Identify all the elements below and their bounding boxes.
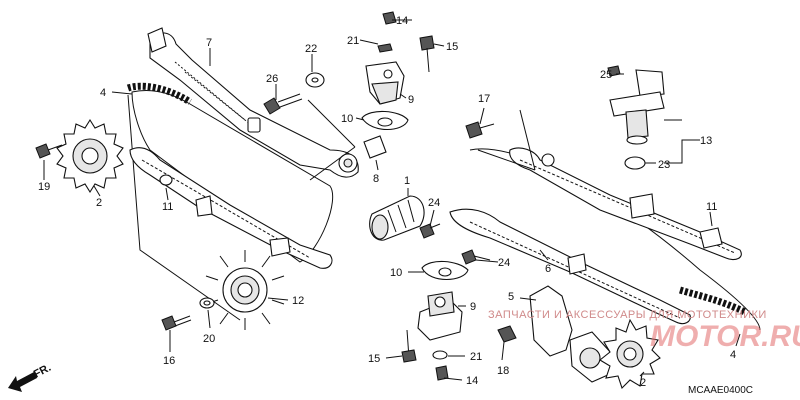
callout-16: 16 bbox=[163, 355, 175, 367]
leader-lines bbox=[43, 19, 741, 381]
watermark: ЗАПЧАСТИ И АКСЕССУАРЫ ДЛЯ МОТОТЕХНИКИ MO… bbox=[488, 309, 800, 353]
callout-11-right: 11 bbox=[706, 201, 717, 213]
callout-6: 6 bbox=[545, 263, 551, 275]
bolt-24-upper bbox=[419, 223, 441, 239]
callout-5: 5 bbox=[508, 291, 514, 303]
callout-15-upper: 15 bbox=[446, 41, 458, 53]
water-pump-impeller-12 bbox=[205, 250, 285, 330]
callout-2-right: 2 bbox=[640, 377, 646, 389]
callout-8: 8 bbox=[373, 173, 379, 185]
callout-17: 17 bbox=[478, 93, 490, 105]
washer-20 bbox=[199, 297, 215, 309]
drawing-code: MCAAE0400C bbox=[688, 385, 753, 396]
cam-chain-tensioner-upper bbox=[361, 11, 435, 159]
callout-2-left: 2 bbox=[96, 197, 102, 209]
front-label: FR. bbox=[32, 362, 53, 381]
idler-shaft-1 bbox=[369, 195, 425, 241]
callout-14-lower: 14 bbox=[466, 375, 478, 387]
callout-9-lower: 9 bbox=[470, 301, 476, 313]
callout-4-right: 4 bbox=[730, 349, 736, 361]
cam-chain-tensioner-lower bbox=[401, 260, 469, 381]
callout-10-lower: 10 bbox=[390, 267, 402, 279]
callout-21-upper: 21 bbox=[347, 35, 359, 47]
bolt-17 bbox=[465, 121, 495, 139]
callout-22: 22 bbox=[305, 43, 317, 55]
callout-11-left: 11 bbox=[162, 201, 173, 213]
bolt-19 bbox=[35, 143, 63, 159]
callout-20: 20 bbox=[203, 333, 215, 345]
front-arrow: FR. bbox=[8, 362, 53, 392]
callout-23: 23 bbox=[658, 159, 670, 171]
chain-guide-11-right bbox=[509, 147, 742, 261]
callout-14-upper: 14 bbox=[396, 15, 408, 27]
watermark-line1: ЗАПЧАСТИ И АКСЕССУАРЫ ДЛЯ МОТОТЕХНИКИ bbox=[488, 309, 767, 321]
callout-4-left: 4 bbox=[100, 87, 106, 99]
callout-24-upper: 24 bbox=[428, 197, 440, 209]
chain-guide-7 bbox=[147, 27, 359, 178]
callout-15-lower: 15 bbox=[368, 353, 380, 365]
callout-18: 18 bbox=[497, 365, 509, 377]
callout-7: 7 bbox=[206, 37, 212, 49]
watermark-line2: MOTOR.RU bbox=[650, 320, 800, 353]
callout-25: 25 bbox=[600, 69, 612, 81]
bolt-16 bbox=[161, 315, 192, 331]
cam-chain-left bbox=[126, 82, 334, 321]
chain-guide-6 bbox=[449, 208, 691, 325]
callout-13: 13 bbox=[700, 135, 712, 147]
chain-guide-11-left bbox=[129, 147, 333, 269]
cam-sensor-13 bbox=[607, 65, 665, 170]
cam-sprocket-right bbox=[497, 285, 661, 390]
callout-12: 12 bbox=[292, 295, 304, 307]
callout-19: 19 bbox=[38, 181, 50, 193]
callout-26: 26 bbox=[266, 73, 278, 85]
callout-21-lower: 21 bbox=[470, 351, 482, 363]
callouts: 7 4 22 26 14 21 15 9 10 8 1 24 24 10 9 1… bbox=[38, 15, 736, 389]
callout-9-upper: 9 bbox=[408, 94, 414, 106]
bolt-26 bbox=[263, 93, 303, 115]
callout-1: 1 bbox=[404, 175, 410, 187]
callout-24-lower: 24 bbox=[498, 257, 510, 269]
callout-10-upper: 10 bbox=[341, 113, 353, 125]
cam-sprocket-left bbox=[56, 118, 124, 194]
bolt-24-lower bbox=[461, 249, 491, 265]
washer-22 bbox=[305, 72, 325, 88]
